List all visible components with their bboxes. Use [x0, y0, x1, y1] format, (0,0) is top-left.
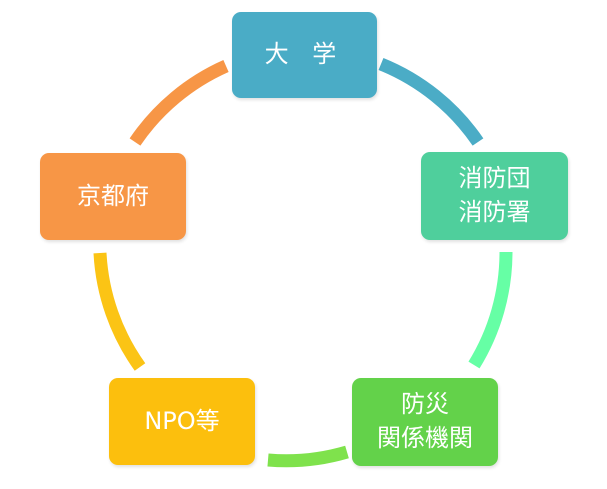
node-npo: NPO等 — [109, 378, 255, 465]
arc-npo-to-kyoto — [93, 252, 146, 371]
node-disaster-line2: 関係機関 — [377, 424, 473, 452]
node-kyoto-prefecture: 京都府 — [40, 153, 186, 240]
node-fire-line2: 消防署 — [458, 198, 531, 226]
node-university-label: 大 学 — [264, 40, 345, 69]
node-kyoto-label: 京都府 — [77, 181, 149, 210]
arc-fire-to-disaster — [468, 251, 513, 369]
node-fire-department: 消防団 消防署 — [421, 152, 568, 240]
node-disaster-line1: 防災 — [401, 390, 449, 419]
arc-university-to-fire — [378, 57, 484, 146]
node-fire-line1: 消防団 — [458, 164, 531, 193]
arc-disaster-to-npo — [267, 445, 349, 468]
node-disaster-agencies: 防災 関係機関 — [352, 378, 498, 466]
node-npo-label: NPO等 — [144, 406, 220, 435]
arc-kyoto-to-university — [129, 60, 229, 146]
node-university: 大 学 — [232, 12, 377, 98]
